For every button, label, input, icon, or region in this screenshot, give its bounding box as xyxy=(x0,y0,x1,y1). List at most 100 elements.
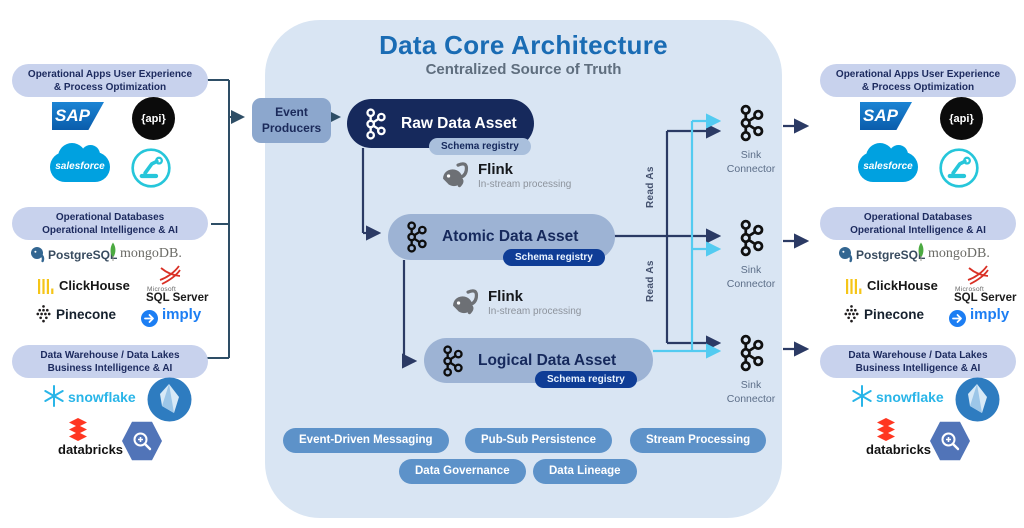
sink-line1: Sink xyxy=(740,149,762,161)
sink-line1: Sink xyxy=(740,264,762,276)
warehouse-section-pill: Data Warehouse / Data Lakes Business Int… xyxy=(12,345,208,378)
raw-data-asset-label: Raw Data Asset xyxy=(401,114,517,132)
imply-label: imply xyxy=(162,306,202,323)
page-title: Data Core Architecture xyxy=(379,30,668,60)
left-source-column: Operational Apps User Experience & Proce… xyxy=(0,0,216,528)
right-source-column: Operational Apps User Experience & Proce… xyxy=(808,0,1024,528)
db-label-line1: Operational Databases xyxy=(55,211,165,223)
schema-registry-badge-logical: Schema registry xyxy=(535,371,637,388)
atomic-data-asset-pill: Atomic Data Asset xyxy=(388,214,615,260)
snowflake-label: snowflake xyxy=(68,389,136,405)
warehouse-section-pill-right: Data Warehouse / Data Lakes Business Int… xyxy=(820,345,1016,378)
mongodb-icon xyxy=(110,242,116,261)
clickhouse-icon xyxy=(38,279,54,294)
iceberg-icon-right xyxy=(955,377,1000,422)
db-label-line1: Operational Databases xyxy=(863,211,973,223)
databases-section-pill-right: Operational Databases Operational Intell… xyxy=(820,207,1016,240)
schema-registry-badge-atomic: Schema registry xyxy=(503,249,605,266)
event-producers-box: Event Producers xyxy=(252,98,331,143)
kafka-icon xyxy=(443,344,463,377)
sqlserver-label: SQL Server xyxy=(954,292,1017,304)
snowflake-icon xyxy=(44,385,64,407)
sqlserver-icon-right xyxy=(967,265,989,285)
sap-logo-right: SAP xyxy=(860,102,912,130)
wh-label-line2: Business Intelligence & AI xyxy=(47,362,173,374)
sqlserver-label: SQL Server xyxy=(146,292,209,304)
wh-label-line1: Data Warehouse / Data Lakes xyxy=(848,349,988,361)
capability-event-driven-messaging: Event-Driven Messaging xyxy=(283,428,449,453)
kafka-icon xyxy=(407,221,427,253)
sap-logo: SAP xyxy=(52,102,104,130)
microsoft-label: Microsoft xyxy=(955,286,985,293)
imply-label: imply xyxy=(970,306,1010,323)
flink-icon-1 xyxy=(437,161,471,196)
flink-label-1: Flink xyxy=(478,161,514,178)
sqlserver-icon xyxy=(159,265,181,285)
databricks-icon-right xyxy=(877,418,895,441)
apps-section-pill: Operational Apps User Experience & Proce… xyxy=(12,64,208,97)
sink-line1: Sink xyxy=(740,379,762,391)
postgresql-icon-right xyxy=(839,247,853,263)
sink-line2: Connector xyxy=(726,393,776,406)
mongodb-label: mongoDB. xyxy=(928,246,990,261)
pinecone-label: Pinecone xyxy=(864,307,925,322)
imply-icon xyxy=(141,310,158,327)
sink-connector-label-1: Sink Connector xyxy=(711,148,791,176)
apps-label-line2: & Process Optimization xyxy=(53,81,167,93)
robot-arm-icon-right xyxy=(939,148,979,188)
databricks-icon xyxy=(69,418,87,441)
kafka-icon xyxy=(366,107,386,140)
snowflake-icon-right xyxy=(852,385,872,407)
capability-data-lineage: Data Lineage xyxy=(533,459,637,484)
salesforce-logo-right: salesforce xyxy=(858,143,918,182)
robot-arm-icon xyxy=(131,148,171,188)
sink-line2: Connector xyxy=(726,163,776,176)
databricks-label: databricks xyxy=(866,442,932,457)
atomic-data-asset-label: Atomic Data Asset xyxy=(442,228,579,245)
schema-registry-badge-raw: Schema registry xyxy=(429,138,531,155)
databricks-label: databricks xyxy=(58,442,124,457)
sink-connector-icon-2 xyxy=(740,219,764,257)
capability-data-governance: Data Governance xyxy=(399,459,526,484)
flink-label-2: Flink xyxy=(488,288,524,305)
postgresql-icon xyxy=(31,247,45,263)
read-as-label-2: Read As xyxy=(645,260,656,302)
mongodb-icon-right xyxy=(918,242,924,261)
apps-label-line1: Operational Apps User Experience xyxy=(27,68,193,80)
sink-connector-icon-1 xyxy=(740,104,764,142)
postgresql-label: PostgreSQL xyxy=(48,248,118,262)
salesforce-label: salesforce xyxy=(863,161,913,172)
flink-desc-2: In-stream processing xyxy=(488,306,582,317)
capability-stream-processing: Stream Processing xyxy=(630,428,767,453)
wh-label-line1: Data Warehouse / Data Lakes xyxy=(40,349,180,361)
salesforce-logo: salesforce xyxy=(50,143,110,182)
sink-line2: Connector xyxy=(726,278,776,291)
flink-icon-2 xyxy=(447,288,481,323)
capability-pub-sub-persistence: Pub-Sub Persistence xyxy=(465,428,613,453)
iceberg-icon xyxy=(147,377,192,422)
databases-section-pill: Operational Databases Operational Intell… xyxy=(12,207,208,240)
mongodb-label: mongoDB. xyxy=(120,246,182,261)
apps-section-pill-right: Operational Apps User Experience & Proce… xyxy=(820,64,1016,97)
clickhouse-label: ClickHouse xyxy=(59,278,130,293)
db-label-line2: Operational Intelligence & AI xyxy=(850,224,986,236)
logical-data-asset-label: Logical Data Asset xyxy=(478,351,617,369)
apps-label-line1: Operational Apps User Experience xyxy=(835,68,1001,80)
salesforce-label: salesforce xyxy=(55,161,105,172)
wh-label-line2: Business Intelligence & AI xyxy=(855,362,981,374)
snowflake-label: snowflake xyxy=(876,389,944,405)
pinecone-icon xyxy=(36,305,51,323)
db-label-line2: Operational Intelligence & AI xyxy=(42,224,178,236)
bigquery-icon xyxy=(122,421,162,461)
clickhouse-icon-right xyxy=(846,279,862,294)
page-subtitle: Centralized Source of Truth xyxy=(425,61,622,78)
api-logo-right: {api} xyxy=(940,97,983,140)
postgresql-label: PostgreSQL xyxy=(856,248,926,262)
clickhouse-label: ClickHouse xyxy=(867,278,938,293)
microsoft-label: Microsoft xyxy=(147,286,177,293)
imply-icon-right xyxy=(949,310,966,327)
sink-connector-icon-3 xyxy=(740,334,764,372)
read-as-label-1: Read As xyxy=(645,166,656,208)
pinecone-label: Pinecone xyxy=(56,307,117,322)
sink-connector-label-2: Sink Connector xyxy=(711,263,791,291)
